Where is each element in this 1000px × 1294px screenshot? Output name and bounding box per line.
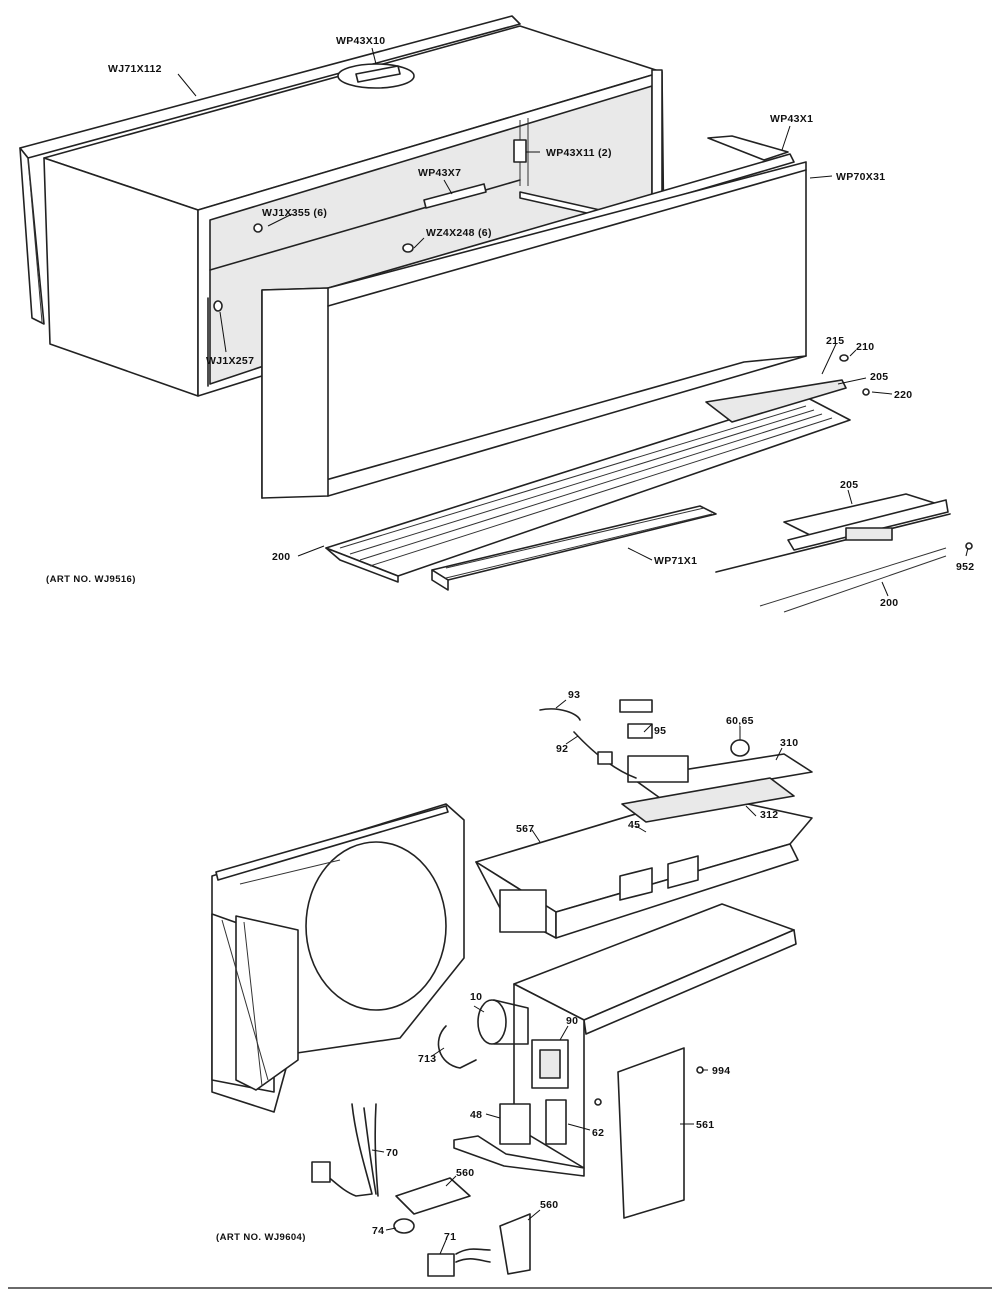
lower-leaders [371,699,783,1255]
label-wp43x7: WP43X7 [418,167,461,179]
label-60-65: 60,65 [726,715,754,727]
label-93: 93 [568,689,580,701]
caption-lower: (ART NO. WJ9604) [216,1232,306,1243]
capacitor [437,999,529,1069]
upper-labels: WJ71X112 WP43X10 WP43X11 (2) WP43X1 WP70… [46,35,974,609]
front-panel [261,135,807,499]
label-210: 210 [856,341,874,353]
label-310: 310 [780,737,798,749]
label-74: 74 [372,1225,384,1237]
thermostat-leads [539,699,653,779]
label-wp43x1: WP43X1 [770,113,813,125]
label-wz4x248: WZ4X248 (6) [426,227,492,239]
base-tray [325,379,851,583]
label-92: 92 [556,743,568,755]
label-200-left: 200 [272,551,290,563]
label-560-right: 560 [540,1199,558,1211]
label-95: 95 [654,725,666,737]
upper-leaders [177,47,969,597]
switch-and-knob [393,1218,491,1277]
wall-sleeve-flange [19,15,521,325]
control-plates [621,739,813,823]
lower-labels: 93 92 95 60,65 310 312 45 567 10 90 713 … [216,689,798,1243]
label-205-top: 205 [870,371,888,383]
label-wj71x112: WJ71X112 [108,63,162,75]
label-561: 561 [696,1119,714,1131]
label-45: 45 [628,819,640,831]
control-tray [715,493,951,613]
label-wj1x257: WJ1X257 [206,355,254,367]
brackets [395,1177,531,1275]
label-952: 952 [956,561,974,573]
relay-and-terminal [499,1099,567,1145]
label-71: 71 [444,1231,456,1243]
label-wp43x11: WP43X11 (2) [546,147,612,159]
label-215: 215 [826,335,844,347]
chassis-pan [453,903,797,1177]
label-48: 48 [470,1109,482,1121]
label-220: 220 [894,389,912,401]
label-wj1x355: WJ1X355 (6) [262,207,327,219]
lower-assembly: 93 92 95 60,65 310 312 45 567 10 90 713 … [211,689,813,1277]
transformer [531,1039,569,1089]
label-wp43x10: WP43X10 [336,35,385,47]
label-70: 70 [386,1147,398,1159]
grille [431,505,717,591]
caption-upper: (ART NO. WJ9516) [46,574,136,585]
label-312: 312 [760,809,778,821]
hardware [402,243,973,550]
label-wp71x1: WP71X1 [654,555,697,567]
upper-assembly: WJ71X112 WP43X10 WP43X11 (2) WP43X1 WP70… [19,15,974,613]
label-62: 62 [592,1127,604,1139]
label-713: 713 [418,1053,436,1065]
label-10: 10 [470,991,482,1003]
label-90: 90 [566,1015,578,1027]
access-panel [617,1047,685,1219]
label-205-bottom: 205 [840,479,858,491]
label-200-right: 200 [880,597,898,609]
label-wp70x31: WP70X31 [836,171,885,183]
bulkhead [211,803,465,1113]
label-560-left: 560 [456,1167,474,1179]
label-994: 994 [712,1065,730,1077]
label-567: 567 [516,823,534,835]
power-cord [311,1103,379,1197]
